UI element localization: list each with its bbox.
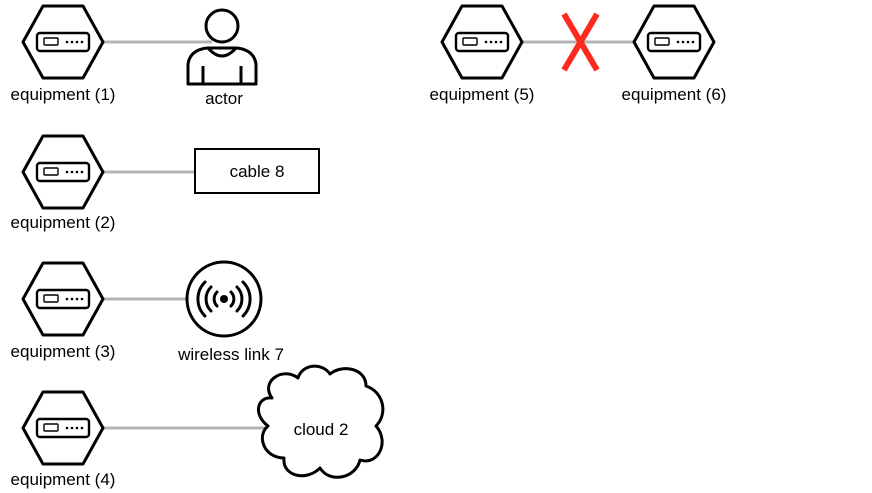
router-icon — [440, 4, 524, 80]
node-label: actor — [205, 89, 243, 108]
equipment-node-2[interactable]: equipment (2) — [11, 134, 116, 232]
node-label: cloud 2 — [294, 420, 349, 439]
router-icon — [21, 4, 105, 80]
node-label: equipment (3) — [11, 342, 116, 361]
cable-box — [194, 148, 320, 194]
equipment-node-6[interactable]: equipment (6) — [622, 4, 727, 104]
equipment-node-5[interactable]: equipment (5) — [430, 4, 535, 104]
equipment-node-3[interactable]: equipment (3) — [11, 261, 116, 361]
node-label: equipment (6) — [622, 85, 727, 104]
router-icon — [21, 390, 105, 466]
actor-node[interactable]: actor — [186, 8, 258, 108]
node-label: cable 8 — [230, 162, 285, 181]
node-label: equipment (2) — [11, 213, 116, 232]
node-label: equipment (1) — [11, 85, 116, 104]
equipment-node-4[interactable]: equipment (4) — [11, 390, 116, 489]
equipment-node-1[interactable]: equipment (1) — [11, 4, 116, 104]
router-icon — [21, 261, 105, 337]
node-label: equipment (5) — [430, 85, 535, 104]
cable-node[interactable]: cable 8 — [194, 148, 320, 194]
connections — [63, 40, 674, 430]
router-icon — [21, 134, 105, 210]
cloud-icon — [257, 364, 385, 479]
cloud-node[interactable]: cloud 2 — [257, 364, 385, 479]
node-label: wireless link 7 — [177, 345, 284, 364]
wireless-node[interactable]: wireless link 7 — [177, 260, 284, 364]
node-label: equipment (4) — [11, 470, 116, 489]
user-icon — [186, 8, 258, 86]
wireless-icon — [185, 260, 263, 338]
router-icon — [632, 4, 716, 80]
cross-icon — [561, 12, 600, 72]
